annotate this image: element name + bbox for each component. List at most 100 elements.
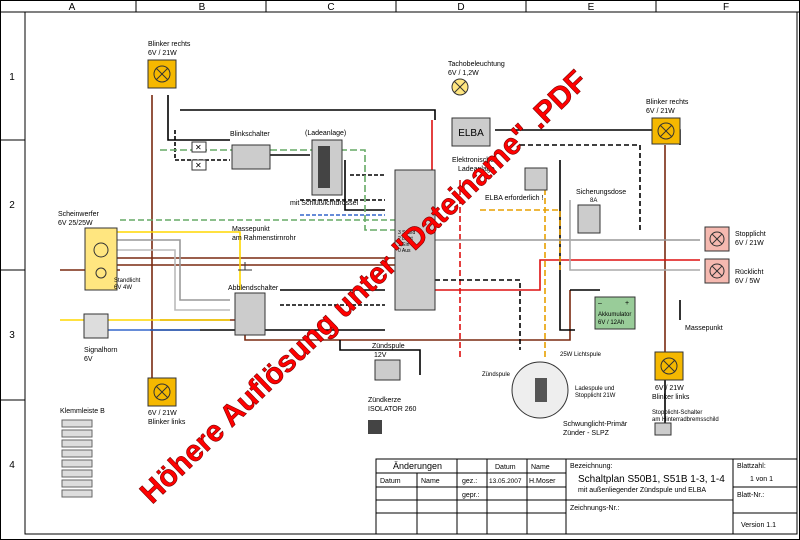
schluesselrossel-label: mit Schlüßlichtdrossel <box>290 200 359 207</box>
elba-desc-1: Elektronische <box>452 157 494 164</box>
scheinwerfer-label: Scheinwerfer <box>58 211 100 218</box>
standlicht-lamp <box>95 267 107 279</box>
row-label-2: 2 <box>9 200 15 211</box>
blinkschalter-switch <box>231 144 271 170</box>
signalhorn-rating: 6V <box>84 356 93 363</box>
battery-minus-sign: – <box>598 300 602 307</box>
row-label-3: 3 <box>9 330 15 341</box>
zuendkerze-label-2: ISOLATOR 260 <box>368 406 416 413</box>
blinker-rechts-right-lamp <box>651 117 681 145</box>
stopplicht-schalter <box>654 422 672 436</box>
datum-header: Datum <box>495 464 516 471</box>
title-block <box>375 458 798 535</box>
abblendschalter-label: Abblendschalter <box>228 285 279 292</box>
aenderungen-datum-col: Datum <box>380 478 401 485</box>
battery-plus-sign: + <box>625 300 629 307</box>
blattzahl-value: 1 von 1 <box>750 476 773 483</box>
gez-datum: 13.05.2007 <box>489 478 522 485</box>
column-label-f: F <box>723 2 729 13</box>
blinker-links-left-rating: 6V / 21W <box>148 410 177 417</box>
schwunglicht-label-2: Zünder - SLPZ <box>563 430 610 437</box>
schwunglicht-label-1: Schwunglicht-Primär <box>563 421 628 428</box>
standlicht-label: Standlicht <box>114 278 141 284</box>
ground-symbol-rahmen <box>238 262 252 271</box>
drawing-subtitle: mit außenliegender Zündspule und ELBA <box>578 487 706 494</box>
aenderungen-label: Änderungen <box>393 461 442 471</box>
massepunkt-rahmen-label-1: Massepunkt <box>232 226 270 233</box>
gez-name: H.Moser <box>529 478 556 485</box>
signalhorn-icon <box>83 313 109 339</box>
blinker-rechts-right-rating: 6V / 21W <box>646 108 675 115</box>
klemmleiste-terminals <box>61 419 93 498</box>
blinker-rechts-left-rating: 6V / 21W <box>148 50 177 57</box>
column-label-b: B <box>199 2 206 13</box>
ladespule-label-2: Stopplicht 21W <box>575 393 616 399</box>
slpz-core <box>535 378 547 402</box>
version-label: Version 1.1 <box>741 522 776 529</box>
massepunkt-rahmen-label-2: am Rahmenstirnrohr <box>232 235 296 242</box>
zuendkerze-icon <box>368 420 382 434</box>
zuendspule-rating: 12V <box>374 352 387 359</box>
elba-box <box>451 117 491 147</box>
abblendschalter-switch <box>234 292 266 336</box>
column-label-e: E <box>588 2 595 13</box>
ruecklicht-lamp <box>704 258 730 284</box>
blinker-links-left-label: Blinker links <box>148 419 186 426</box>
scheinwerfer-rating: 6V 25/25W <box>58 220 93 227</box>
row-label-4: 4 <box>9 460 15 471</box>
ladespule-label-1: Ladespule und <box>575 386 614 392</box>
gepr-label: gepr.: <box>462 492 480 499</box>
lichtspule-label: 25W Lichtspule <box>560 352 602 358</box>
wire-red <box>410 259 700 291</box>
aenderungen-name-col: Name <box>421 478 440 485</box>
row-label-1: 1 <box>9 72 15 83</box>
stopplichtschalter-label-1: Stopplicht-Schalter <box>652 410 702 416</box>
blinker-links-left-lamp <box>147 377 177 407</box>
zuendschloss-pos-0: 0 Aus <box>398 248 411 254</box>
ladeanlage-label: (Ladeanlage) <box>305 130 346 137</box>
stopplicht-label: Stopplicht <box>735 231 766 238</box>
blinkschalter-label: Blinkschalter <box>230 131 270 138</box>
ladeanlage-core <box>318 146 330 188</box>
blattzahl-label: Blattzahl: <box>737 463 766 470</box>
zuendspule-label: Zündspule <box>372 343 405 350</box>
stopplicht-rating: 6V / 21W <box>735 240 764 247</box>
blinker-links-right-rating: 6V / 21W <box>655 385 684 392</box>
sicherungsdose-label: Sicherungsdose <box>576 189 626 196</box>
blinker-rechts-left-label: Blinker rechts <box>148 41 191 48</box>
stopplicht-lamp <box>704 226 730 252</box>
tachobeleuchtung-label: Tachobeleuchtung <box>448 61 505 68</box>
zuendspule-coil <box>374 359 401 381</box>
zuendkerze-label-1: Zündkerze <box>368 397 401 404</box>
standlicht-rating: 6V 4W <box>114 285 132 291</box>
stopplichtschalter-label-2: am Hinterradbremsschild <box>652 417 719 423</box>
blinker-links-right-lamp <box>654 351 684 381</box>
akkumulator-label-1: Akkumulator <box>598 312 631 318</box>
column-label-c: C <box>327 2 334 13</box>
bezeichnung-label: Bezeichnung: <box>570 463 612 470</box>
blinker-rechts-right-label: Blinker rechts <box>646 99 689 106</box>
zuendschloss-pos-3: 3 Stand <box>398 230 415 236</box>
elba-required-label: ELBA erforderlich ! <box>485 195 543 202</box>
elba-desc-2: Ladeanlage <box>458 166 495 173</box>
zuendschloss <box>394 169 436 311</box>
svg-text:✕: ✕ <box>195 161 202 170</box>
massepunkt-label: Massepunkt <box>685 325 723 332</box>
zuendschloss-pos-2: 2 Licht <box>398 236 413 242</box>
blinker-links-right-label: Blinker links <box>652 394 690 401</box>
zuendschloss-pos-1: 1 Ein <box>398 242 410 248</box>
svg-text:✕: ✕ <box>195 143 202 152</box>
blatt-nr-label: Blatt-Nr.: <box>737 492 764 499</box>
elba-label: ELBA <box>458 128 484 139</box>
column-label-a: A <box>69 2 76 13</box>
akkumulator-label-2: 6V / 12Ah <box>598 320 624 326</box>
tachobeleuchtung-lamp <box>451 78 469 96</box>
ruecklicht-rating: 6V / 5W <box>735 278 760 285</box>
signalhorn-label: Signalhorn <box>84 347 118 354</box>
akkumulator-battery <box>594 296 636 330</box>
sicherung-rating: 8A <box>590 198 597 204</box>
name-header: Name <box>531 464 550 471</box>
column-label-d: D <box>457 2 464 13</box>
